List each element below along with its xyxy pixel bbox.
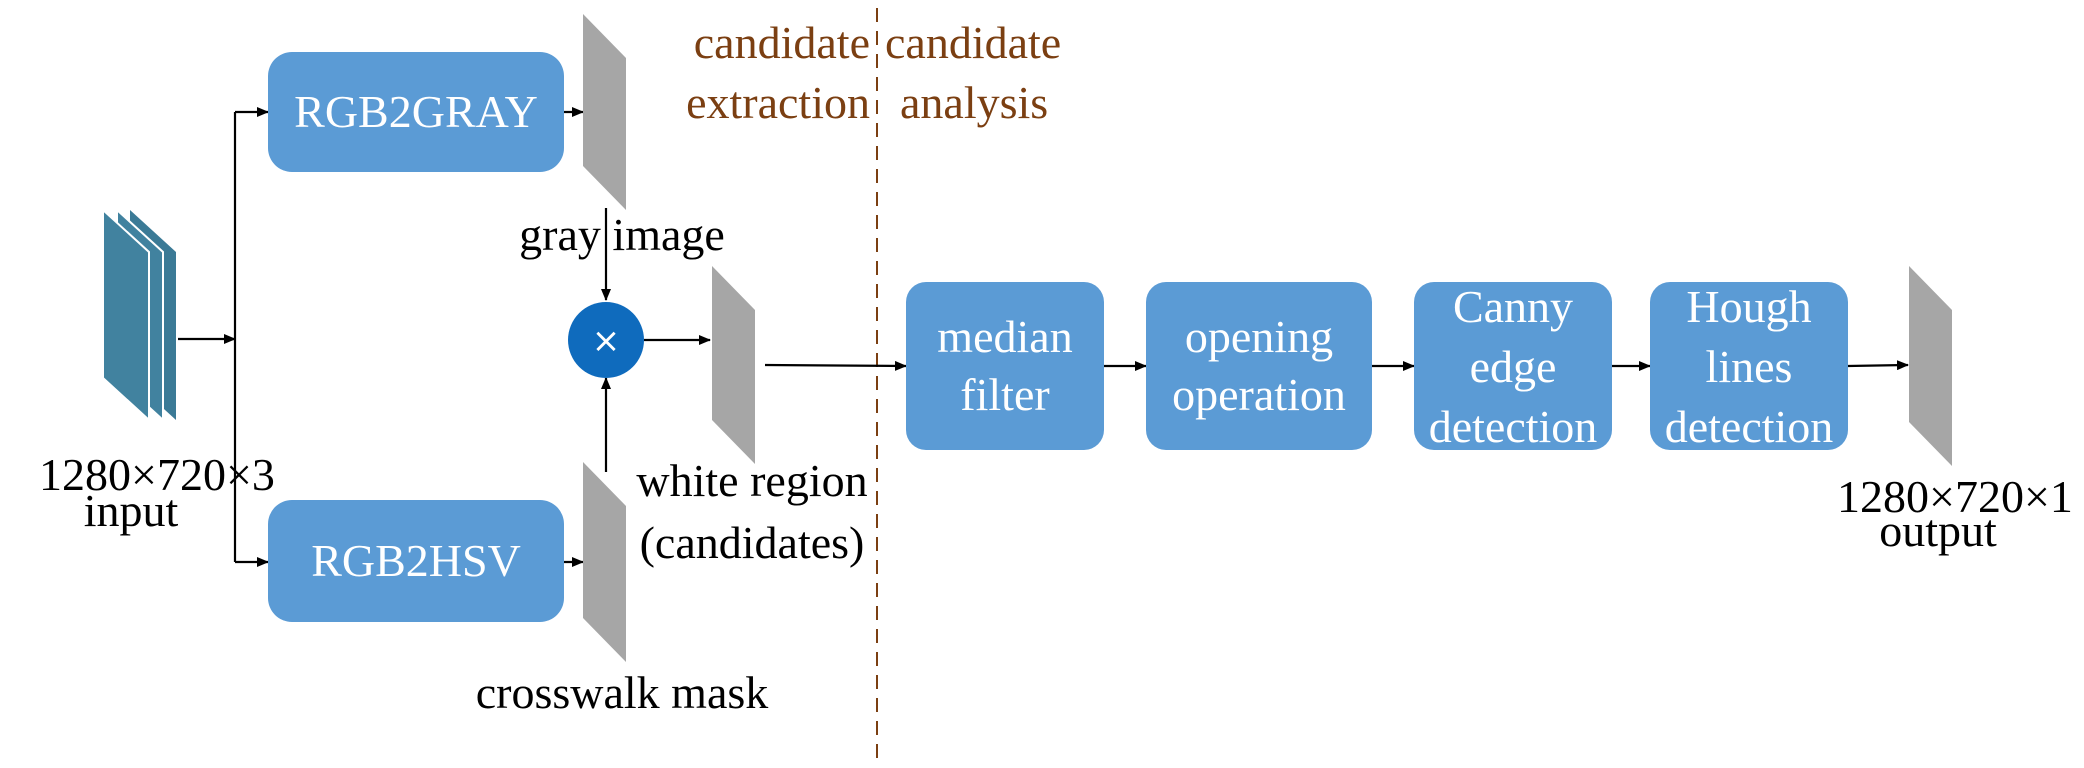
input-stack-icon: [102, 207, 176, 423]
arrow-to-output: [1847, 360, 1909, 371]
output-size-label: 1280×720×1: [1837, 471, 2073, 522]
gray-image-feature-map-icon: [583, 14, 626, 210]
opening-operation-label-line2: operation: [1172, 369, 1346, 420]
canny-label-line1: Canny: [1453, 281, 1573, 332]
crosswalk-mask-caption: crosswalk mask: [476, 667, 769, 718]
rgb2gray-label: RGB2GRAY: [294, 86, 538, 137]
crosswalk-mask-feature-map-icon: [583, 462, 626, 662]
median-filter-label-line1: median: [937, 311, 1072, 362]
hough-lines-detection-box: [1650, 282, 1848, 450]
section-right-line1: candidate: [885, 17, 1061, 68]
canny-edge-detection-box: [1414, 282, 1612, 450]
section-left-line1: candidate: [694, 17, 870, 68]
median-filter-box: [906, 282, 1104, 450]
candidates-feature-map-icon: [712, 266, 755, 464]
multiply-icon: [568, 302, 644, 378]
white-region-caption-line2: (candidates): [640, 517, 865, 568]
white-region-caption-line1: white region: [636, 455, 867, 506]
section-right-line2: analysis: [900, 77, 1048, 128]
section-left-line2: extraction: [686, 77, 870, 128]
canny-label-line3: detection: [1429, 401, 1598, 452]
input-label: input: [84, 485, 179, 536]
arrow-to-median-filter: [764, 360, 907, 371]
rgb2hsv-box: [268, 500, 564, 622]
multiply-symbol: ×: [592, 321, 621, 361]
canny-label-line2: edge: [1470, 341, 1557, 392]
output-label: output: [1879, 505, 1997, 556]
median-filter-label-line2: filter: [960, 369, 1049, 420]
gray-image-caption: gray image: [519, 209, 725, 260]
opening-operation-label-line1: opening: [1185, 311, 1333, 362]
rgb2hsv-label: RGB2HSV: [311, 535, 521, 586]
output-feature-map-icon: [1909, 266, 1952, 466]
rgb2gray-box: [268, 52, 564, 172]
hough-label-line3: detection: [1665, 401, 1834, 452]
opening-operation-box: [1146, 282, 1372, 450]
hough-label-line2: lines: [1706, 341, 1793, 392]
hough-label-line1: Hough: [1686, 281, 1811, 332]
